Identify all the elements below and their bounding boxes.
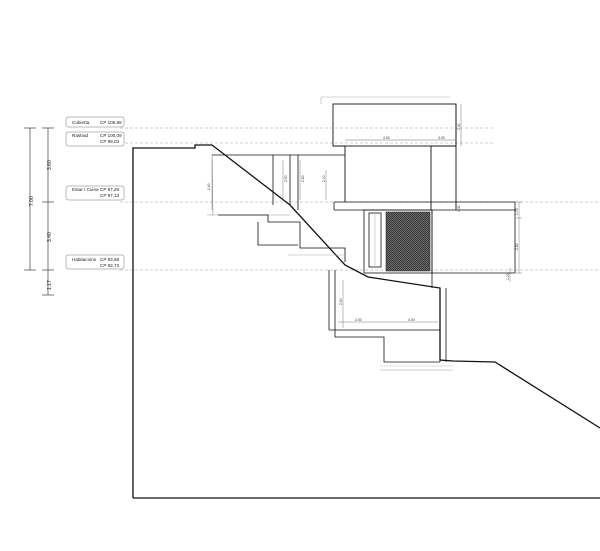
level-label-cubierta: Cubierta CP 105,88 (65, 116, 125, 128)
level-name: Habitacions (72, 257, 97, 262)
dim-stair-a: 2.00 (322, 175, 326, 182)
dim-roof-height: 2.40 (457, 123, 461, 130)
dim-right-height: 2.80 (515, 243, 519, 250)
dim-middle: 3.40 (47, 232, 53, 242)
level-cota: CP 93,88 (100, 257, 120, 262)
dim-mid-floor: 2.80 (301, 175, 305, 182)
dim-right-top: 1.75 (515, 208, 519, 215)
level-name: Estar / Cuina (72, 187, 99, 192)
dim-right-small: 1.40 (457, 205, 461, 212)
level-label-rastrado: Rastrad CP 100,09 CP 99,03 (65, 131, 125, 147)
roof-volume (320, 96, 457, 210)
dim-roof-width-a: 4.00 (383, 136, 390, 140)
dim-mid-left: 2.50 (284, 175, 288, 182)
level-lines (120, 127, 600, 271)
dim-lower: 1.17 (47, 280, 53, 290)
level-label-estar: Estar / Cuina CP 97,26 CP 97,13 (65, 185, 125, 201)
dim-total: 7.00 (29, 196, 35, 206)
stepped-foundation (218, 214, 346, 262)
upper-floor-dimensions (211, 154, 327, 216)
lower-floor-dimensions (338, 280, 438, 328)
level-cota: CP 93,73 (100, 263, 120, 268)
level-cota: CP 97,13 (100, 193, 120, 198)
roof-dimensions (345, 104, 462, 146)
dim-lower-a: 2.00 (355, 318, 362, 322)
dim-right-bottom: 1.20 (506, 273, 510, 280)
dim-upper: 3.60 (47, 160, 53, 170)
level-name: Cubierta (72, 120, 90, 125)
level-label-habitaciones: Habitacions CP 93,88 CP 93,73 (65, 254, 125, 270)
dim-upper-floor: 2.60 (207, 183, 211, 190)
dim-roof-width-b: 3.00 (438, 136, 445, 140)
level-cota: CP 100,09 (100, 133, 122, 138)
right-dimensions (509, 201, 522, 282)
left-dimension-chain (24, 127, 54, 296)
middle-volume (363, 202, 516, 288)
level-cota: CP 97,26 (100, 187, 120, 192)
level-cota: CP 99,03 (100, 139, 120, 144)
terrain-profile (132, 144, 600, 498)
upper-floor-walls (207, 154, 515, 216)
glazing-hatch (385, 211, 431, 272)
level-name: Rastrad (72, 133, 89, 138)
dim-lower-height: 2.60 (339, 298, 343, 305)
lower-floor-walls (328, 270, 453, 371)
level-cota: CP 105,88 (100, 120, 122, 125)
dim-lower-b: 4.00 (408, 318, 415, 322)
